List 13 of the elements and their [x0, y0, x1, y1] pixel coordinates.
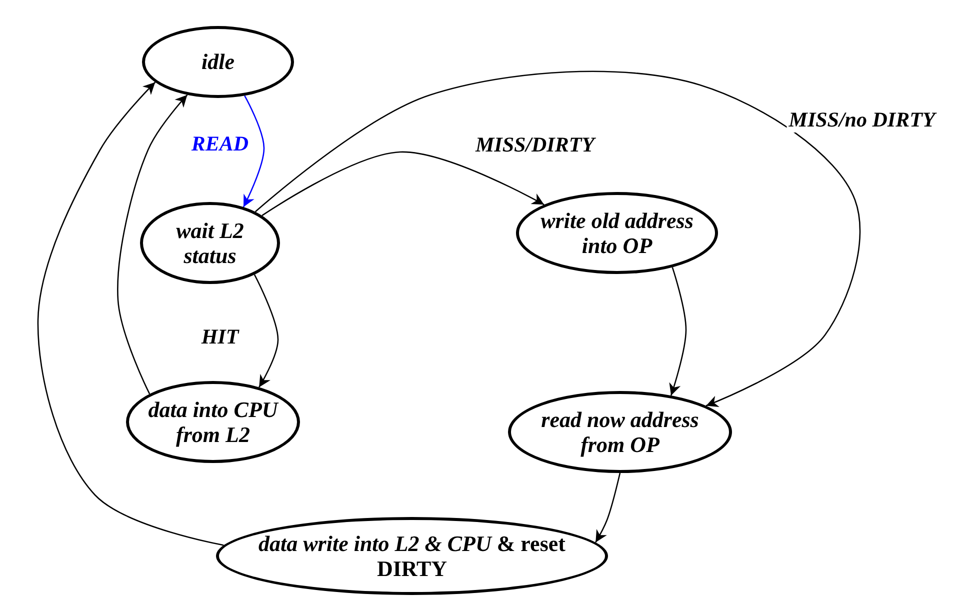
arrow [254, 274, 279, 388]
arrow [669, 267, 687, 396]
state-label: data write into L2 & CPU & reset DIRTY [258, 530, 566, 582]
arrow [37, 82, 224, 546]
state-label: data into CPU from L2 [147, 396, 280, 448]
state-label: write old address into OP [540, 208, 694, 258]
arrow [262, 151, 544, 216]
state-label: idle [200, 49, 236, 75]
arrow [595, 472, 621, 543]
state-label: wait L2 status [175, 218, 245, 268]
arrow [242, 95, 265, 208]
state-label: read now address from OP [540, 406, 700, 458]
arrow [254, 70, 860, 407]
